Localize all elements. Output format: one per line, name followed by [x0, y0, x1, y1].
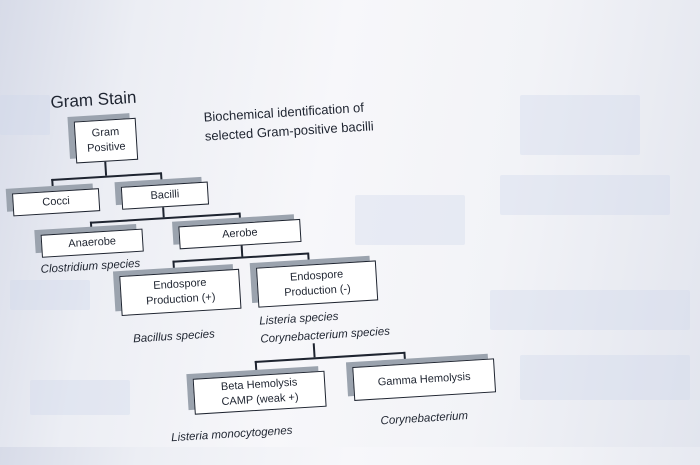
gamma-hemolysis-box: Gamma Hemolysis — [352, 358, 497, 401]
gram-positive-label: Gram Positive — [86, 125, 126, 155]
corynebacterium-label: Corynebacterium — [380, 410, 469, 428]
beta-hemolysis-label: Beta Hemolysis CAMP (weak +) — [220, 376, 299, 409]
clostridium-label: Clostridium species — [40, 257, 141, 276]
connector — [172, 260, 175, 273]
bacilli-box: Bacilli — [120, 181, 210, 210]
aerobe-label: Aerobe — [221, 226, 258, 241]
page-title: Gram Stain — [49, 87, 137, 112]
anaerobe-box: Anaerobe — [40, 228, 144, 258]
endospore-positive-label: Endospore Production (+) — [145, 276, 216, 308]
connector — [403, 351, 406, 364]
endospore-positive-box: Endospore Production (+) — [119, 268, 242, 317]
connector — [238, 212, 241, 223]
background-shape — [355, 195, 465, 245]
connector — [307, 252, 310, 265]
slide-heading: Biochemical identification of selected G… — [203, 99, 375, 144]
background-shape — [30, 380, 130, 415]
connector — [104, 159, 107, 176]
anaerobe-label: Anaerobe — [67, 235, 117, 251]
background-shape — [520, 355, 690, 400]
beta-hemolysis-box: Beta Hemolysis CAMP (weak +) — [192, 370, 327, 415]
connector — [160, 172, 163, 185]
gram-positive-box: Gram Positive — [73, 117, 139, 164]
endospore-negative-box: Endospore Production (-) — [255, 260, 379, 308]
background-shape — [10, 280, 90, 310]
listeria-corynebacterium-label: Listeria species Corynebacterium species — [258, 310, 391, 346]
bacilli-label: Bacilli — [150, 188, 180, 203]
aerobe-box: Aerobe — [178, 218, 302, 250]
background-shape — [490, 290, 690, 330]
connector — [89, 221, 92, 232]
background-shape — [0, 95, 50, 135]
cocci-label: Cocci — [42, 195, 71, 209]
connector — [254, 351, 405, 363]
gamma-hemolysis-label: Gamma Hemolysis — [377, 370, 471, 389]
endospore-negative-label: Endospore Production (-) — [283, 268, 352, 300]
cocci-box: Cocci — [12, 188, 101, 217]
background-shape — [520, 95, 640, 155]
listeria-monocytogenes-label: Listeria monocytogenes — [170, 424, 293, 445]
connector — [254, 360, 258, 375]
bacillus-label: Bacillus species — [132, 328, 216, 346]
connector — [89, 212, 240, 224]
background-shape — [500, 175, 670, 215]
connector — [51, 178, 54, 192]
